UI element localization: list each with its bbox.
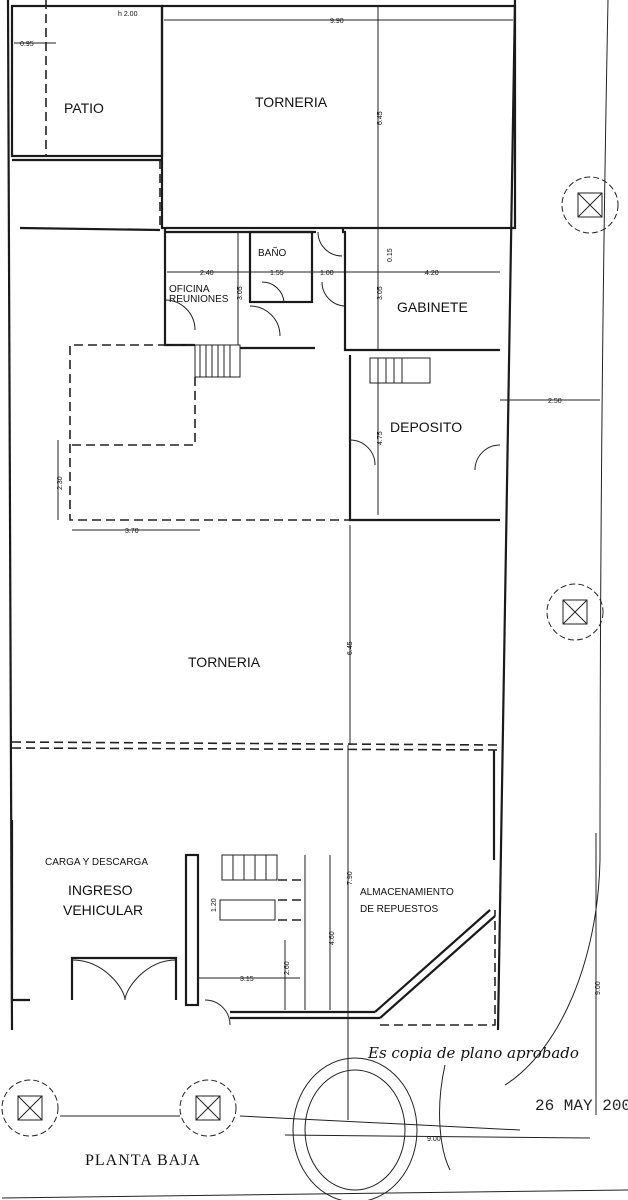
dim-torneria-main-depth: 6.45 (347, 641, 354, 655)
staircase (194, 344, 431, 384)
dim-almacen-depth: 7.90 (347, 871, 354, 885)
dim-oficina-depth: 3.05 (237, 286, 244, 300)
room-label-deposito: DEPOSITO (390, 419, 462, 435)
dim-mezzanine-depth: 2.30 (57, 476, 64, 490)
room-label-bano: BAÑO (258, 246, 287, 259)
room-label-oficina: OFICINA (169, 284, 210, 295)
handwritten-note: Es copia de plano aprobado (367, 1044, 579, 1062)
torneria-main-room (11, 525, 499, 860)
room-label-gabinete: GABINETE (397, 299, 468, 315)
mezzanine-outline (57, 344, 350, 531)
dim-wall-gap: 0.15 (387, 248, 394, 262)
dim-right-depth: 9.00 (595, 981, 602, 995)
dim-passage-width: 1.00 (320, 270, 334, 277)
dim-bath-width: 3.15 (240, 976, 254, 983)
dim-patio-height: h 2.00 (118, 11, 138, 18)
plan-title: PLANTA BAJA (85, 1152, 201, 1169)
tree-icon (546, 583, 604, 641)
dim-side-setback: 2.50 (548, 398, 562, 405)
dim-gabinete-depth: 3.05 (377, 286, 384, 300)
dim-gabinete-width: 4.20 (425, 270, 439, 277)
date-stamp: 26 MAY 2009 (535, 1097, 628, 1115)
room-label-torneria-main: TORNERIA (188, 654, 261, 670)
tree-icon (179, 1079, 237, 1137)
torneria-top-room (12, 4, 517, 232)
dim-mezzanine-width: 3.70 (125, 528, 139, 535)
dim-deposito-depth: 4.75 (377, 431, 384, 445)
room-label-reuniones: REUNIONES (169, 294, 229, 305)
room-label-repuestos: DE REPUESTOS (360, 904, 438, 915)
dim-patio-offset: 0.95 (20, 41, 34, 48)
patio-room (10, 0, 164, 158)
room-label-ingreso: INGRESO (68, 882, 133, 898)
dim-bath-height: 1.20 (211, 898, 218, 912)
dim-bath-lower-depth: 2.60 (284, 961, 291, 975)
office-block (163, 228, 500, 352)
room-label-carga: CARGA Y DESCARGA (45, 857, 148, 868)
dim-torneria-top-depth: 6.45 (377, 111, 384, 125)
tree-icon (561, 176, 619, 234)
room-label-almacenamiento: ALMACENAMIENTO (360, 887, 454, 898)
dim-front-width: 9.00 (427, 1136, 441, 1143)
dim-bano-width: 1.55 (270, 270, 284, 277)
tree-icon (1, 1079, 59, 1137)
dim-stair-depth: 4.60 (329, 931, 336, 945)
room-label-vehicular: VEHICULAR (63, 902, 143, 918)
room-label-torneria-top: TORNERIA (255, 94, 328, 110)
lower-block (10, 745, 597, 1139)
room-label-patio: PATIO (64, 100, 104, 116)
official-seal (292, 1057, 451, 1200)
dim-top-width: 9.90 (330, 18, 344, 25)
dim-oficina-width: 2.40 (200, 270, 214, 277)
deposito-room (348, 355, 600, 522)
